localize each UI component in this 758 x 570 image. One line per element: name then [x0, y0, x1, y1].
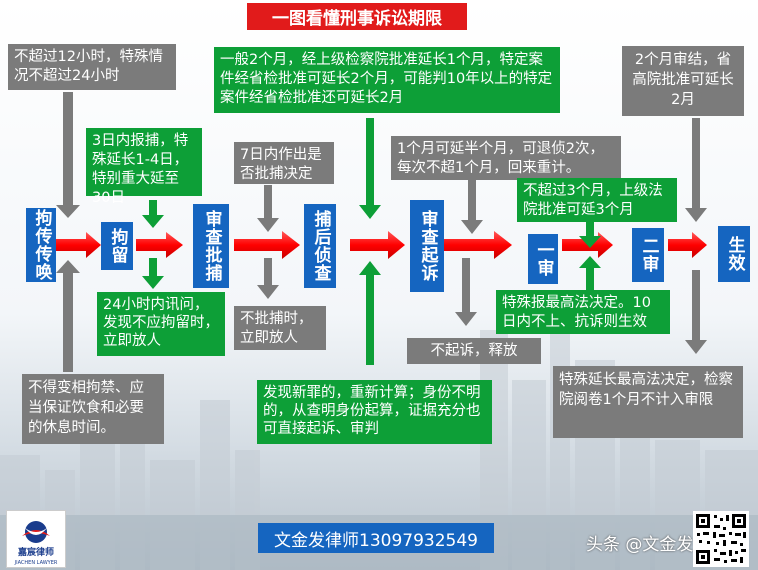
stage-detention: 拘留 — [101, 222, 133, 270]
note-no-prosecution: 不起诉，释放 — [407, 338, 541, 364]
stage-second-instance: 二审 — [632, 228, 664, 282]
flow-arrow-5 — [444, 231, 512, 259]
gray-arrow-down-arrest — [257, 185, 279, 232]
gray-arrow-down-summon — [56, 92, 80, 218]
diagram-title: 一图看懂刑事诉讼期限 — [247, 3, 467, 30]
green-arrow-down-detention-bottom — [142, 258, 164, 289]
note-detention-release: 24小时内讯问，发现不应拘留时，立即放人 — [97, 292, 225, 356]
stage-review-arrest: 审查批捕 — [193, 204, 229, 288]
note-first-instance-limit: 不超过3个月，上级法院批准可延3个月 — [517, 178, 677, 222]
stage-detain-summon: 拘传传唤 — [26, 208, 56, 282]
logo-swirl-icon — [22, 521, 50, 543]
logo-name-en: JIACHEN LAWYER — [14, 560, 58, 566]
stage-effective: 生效 — [718, 226, 750, 282]
lawyer-contact: 文金发律师13097932549 — [258, 523, 494, 553]
gray-arrow-down-second-top — [685, 118, 707, 222]
green-arrow-down-investigation — [359, 118, 381, 219]
stage-review-prosecution: 审查起诉 — [410, 200, 444, 292]
note-prosecution-limit: 1个月可延半个月，可退侦2次，每次不超1个月，回来重计。 — [391, 136, 621, 180]
green-arrow-down-detention — [142, 200, 164, 228]
green-arrow-up-first — [579, 256, 601, 290]
flow-arrow-4 — [350, 231, 405, 259]
note-detention-limit: 3日内报捕，特殊延长1-4日，特别重大延至30日 — [86, 128, 202, 206]
note-summon-limit: 不超过12小时，特殊情况不超过24小时 — [8, 44, 176, 90]
flow-arrow-7 — [668, 232, 707, 258]
gray-arrow-up-summon — [56, 260, 80, 372]
flow-arrow-1 — [56, 232, 101, 258]
note-investigation-limit: 一般2个月，经上级检察院批准延长1个月，特定案件经省检批准可延长2个月，可能判1… — [214, 47, 560, 113]
logo-name-cn: 嘉宸律师 — [17, 548, 54, 558]
note-first-instance-special: 特殊报最高法决定。10日内不上、抗诉则生效 — [496, 290, 670, 334]
green-arrow-up-investigation — [359, 261, 381, 365]
stage-first-instance: 一审 — [528, 234, 558, 284]
flow-arrow-2 — [136, 232, 183, 258]
gray-arrow-down-second-bottom — [685, 270, 707, 354]
gray-arrow-down-no-arrest — [257, 258, 279, 299]
stage-investigation: 捕后侦查 — [304, 204, 336, 288]
note-second-instance-limit: 2个月审结，省高院批准可延长2月 — [622, 46, 744, 116]
flow-arrow-3 — [234, 231, 300, 259]
law-firm-logo: 嘉宸律师 JIACHEN LAWYER — [6, 510, 66, 568]
qr-code-icon — [693, 511, 749, 567]
gray-arrow-down-no-prosecution — [455, 258, 477, 326]
watermark-text: 头条 @文金发律师 — [586, 535, 728, 555]
note-second-instance-special: 特殊延长最高法决定，检察院阅卷1个月不计入审限 — [553, 366, 743, 438]
note-arrest-decision: 7日内作出是否批捕决定 — [234, 142, 334, 184]
gray-arrow-down-prosecution — [461, 180, 483, 234]
note-no-arrest: 不批捕时，立即放人 — [234, 306, 326, 350]
note-summon-rule: 不得变相拘禁、应当保证饮食和必要的休息时间。 — [22, 374, 164, 444]
green-arrow-down-first — [579, 222, 601, 248]
note-investigation-recount: 发现新罪的，重新计算；身份不明的，从查明身份起算，证据充分也可直接起诉、审判 — [257, 380, 492, 444]
